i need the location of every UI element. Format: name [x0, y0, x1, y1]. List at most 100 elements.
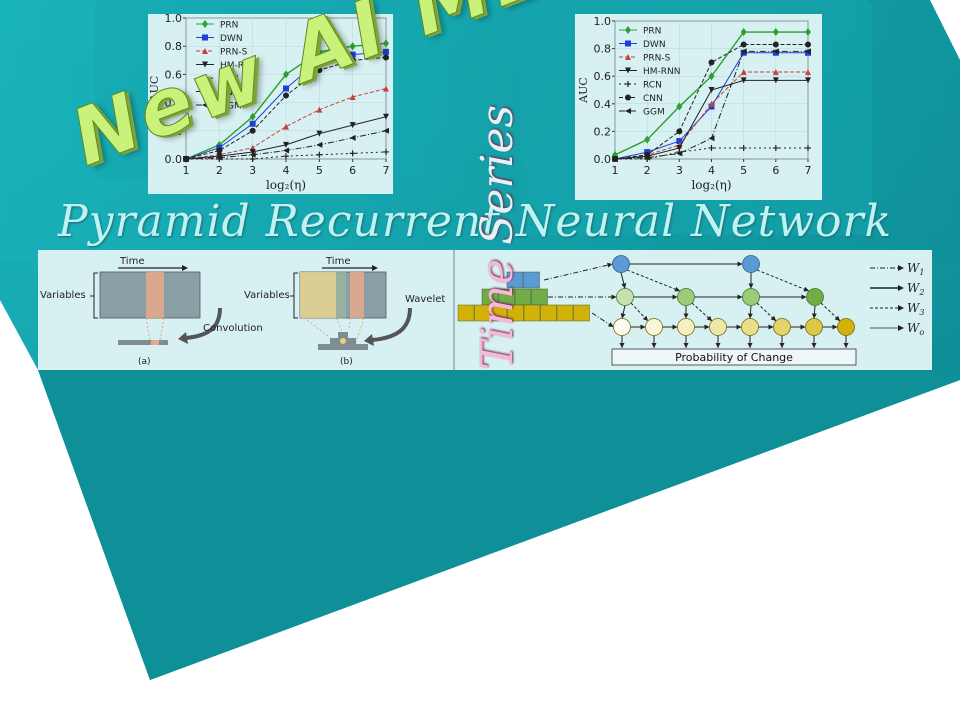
input-connector-mid-head: [611, 294, 617, 300]
prn-node-top: [612, 255, 630, 273]
input-block-cell: [531, 288, 548, 306]
recurrent-edge-bottom-head: [800, 324, 806, 330]
input-connector-top-head: [607, 262, 613, 268]
wo-arrowhead: [898, 325, 904, 331]
left-legend-label: HM-RNN: [220, 61, 258, 71]
right-point-ggm: [612, 156, 618, 162]
right-ytick-label: 0.2: [594, 125, 612, 138]
prn-node-bottom: [613, 318, 631, 336]
time-label-b: Time: [325, 256, 350, 267]
prn-node-mid: [677, 288, 695, 306]
left-xlabel: log₂(η): [266, 178, 306, 192]
right-legend-marker: [625, 108, 631, 114]
variables-label-b: Variables: [244, 290, 290, 301]
right-point-rcn: [740, 144, 747, 151]
input-block-cell: [523, 304, 541, 322]
mid-to-bottom-diagonal-head: [770, 315, 777, 322]
right-legend-marker: [625, 54, 631, 60]
input-block-cell: [506, 271, 524, 289]
wavelet-window-wide: [300, 272, 336, 318]
right-point-prn-s: [805, 69, 811, 76]
left-legend-label: DWN: [220, 34, 243, 44]
left-point-cnn: [249, 127, 256, 134]
probability-box: [611, 348, 857, 366]
right-point-rcn: [805, 144, 811, 151]
right-point-prn-s: [740, 69, 747, 76]
right-ytick-label: 1.0: [594, 15, 612, 28]
time-label-a: Time: [119, 256, 144, 267]
left-point-ggm: [249, 151, 256, 158]
wavelet-window-mid: [336, 272, 346, 318]
right-point-hm-rnn: [708, 87, 715, 93]
output-edge-head: [715, 343, 721, 348]
right-xtick-label: 7: [805, 164, 812, 177]
left-point-ggm: [316, 141, 323, 148]
right-point-cnn: [805, 41, 811, 48]
right-xtick-label: 5: [740, 164, 747, 177]
time-arrowhead-a: [182, 265, 188, 271]
right-point-cnn: [708, 59, 715, 66]
right-point-prn: [740, 28, 747, 37]
right-point-rcn: [708, 144, 715, 151]
right-point-hm-rnn: [772, 77, 779, 84]
left-point-ggm: [183, 156, 189, 162]
left-point-prn-s: [283, 123, 289, 130]
prn-node-mid: [806, 288, 824, 306]
output-edge-head: [843, 343, 849, 348]
output-edge-head: [619, 343, 625, 348]
left-legend-marker: [202, 20, 208, 28]
recurrent-edge-mid-head: [672, 294, 678, 300]
left-point-prn: [249, 112, 256, 121]
mid-to-bottom-vertical-head: [683, 313, 689, 319]
right-legend-label: HM-RNN: [643, 67, 681, 77]
mid-to-bottom-vertical-head: [747, 313, 753, 319]
right-legend-marker: [625, 94, 631, 101]
variables-brace-a: [90, 272, 98, 319]
left-xtick-label: 6: [349, 164, 356, 177]
right-xtick-label: 2: [644, 164, 651, 177]
top-to-mid-diagonal-head: [674, 286, 681, 292]
left-point-cnn: [316, 67, 323, 74]
input-block-cell: [573, 304, 590, 322]
prn-node-bottom: [805, 318, 823, 336]
left-point-hm-rnn: [316, 130, 323, 137]
left-point-ggm: [349, 134, 356, 141]
top-to-mid-diagonal: [626, 269, 681, 292]
teal-lower-fill: [38, 370, 960, 680]
right-point-cnn: [740, 41, 747, 48]
left-ytick-label: 0.6: [165, 68, 183, 81]
vertical-word-series: Series: [472, 104, 523, 245]
prn-node-top: [742, 255, 760, 273]
left-point-hm-rnn: [249, 148, 256, 155]
right-point-prn: [772, 28, 779, 37]
right-xtick-label: 3: [676, 164, 683, 177]
top-to-mid-diagonal: [756, 269, 810, 292]
left-point-rcn: [349, 150, 356, 157]
top-to-mid-diagonal-head: [803, 286, 810, 292]
wavelet-arrowhead: [364, 334, 374, 346]
input-connector-top: [543, 263, 613, 281]
convolution-label: Convolution: [203, 323, 263, 334]
left-legend-marker: [202, 34, 208, 41]
output-edge-head: [747, 343, 753, 348]
left-point-rcn: [283, 153, 289, 160]
left-legend-label: PRN-S: [220, 48, 248, 58]
input-block-cell: [523, 271, 540, 289]
mid-to-bottom-vertical-head: [811, 313, 817, 319]
prn-node-mid: [742, 288, 760, 306]
left-point-cnn: [283, 92, 289, 99]
input-block-cell: [457, 304, 475, 322]
right-point-prn: [708, 72, 715, 81]
left-point-prn: [283, 70, 289, 79]
left-point-rcn: [249, 156, 256, 162]
right-legend-marker: [625, 26, 631, 34]
right-ytick-label: 0.0: [594, 153, 612, 166]
right-point-dwn: [676, 138, 683, 145]
right-point-rcn: [772, 144, 779, 151]
right-legend-marker: [625, 67, 631, 74]
right-point-hm-rnn: [805, 77, 811, 84]
right-point-prn-s: [772, 69, 779, 76]
